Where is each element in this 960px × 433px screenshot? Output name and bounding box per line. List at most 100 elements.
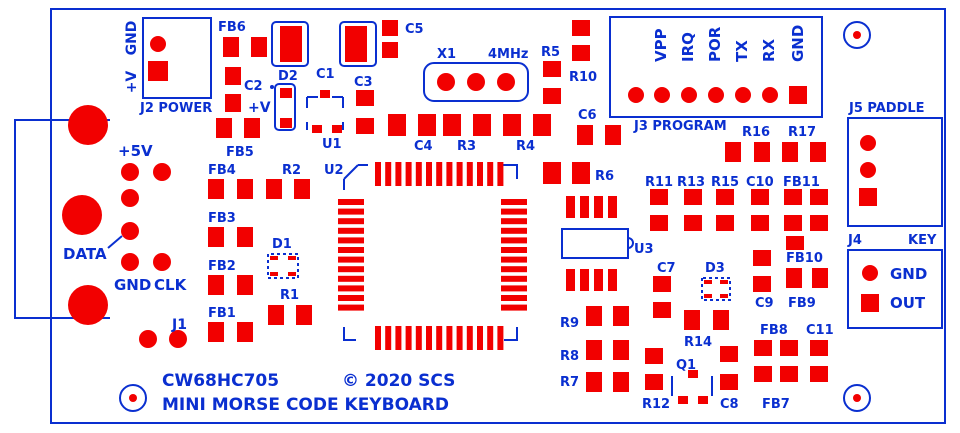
connector-j4-key: J4 KEY GND OUT <box>847 233 943 329</box>
svg-text:R16: R16 <box>742 125 770 140</box>
j4-pin-gnd-label: GND <box>890 265 927 283</box>
qfp-pad-top <box>436 162 443 186</box>
qfp-pad-bottom <box>446 326 453 350</box>
svg-text:R5: R5 <box>541 45 560 60</box>
svg-text:R3: R3 <box>457 139 476 154</box>
x1-ref: X1 <box>437 47 456 62</box>
qfp-pad-left <box>338 295 364 301</box>
crystal-x1: X1 4MHz <box>423 47 529 102</box>
svg-text:C6: C6 <box>578 108 597 123</box>
j2-label: J2 POWER <box>139 101 212 116</box>
svg-text:R15: R15 <box>711 175 739 190</box>
svg-text:R8: R8 <box>560 349 579 364</box>
r14: R14 <box>684 310 729 350</box>
j1-pin-5v-label: +5V <box>118 142 153 160</box>
qfp-pad-right <box>501 285 527 292</box>
connector-j2-power: GND +V J2 POWER <box>124 17 212 116</box>
svg-text:R13: R13 <box>677 175 705 190</box>
c8: C8 <box>720 346 739 412</box>
svg-text:FB3: FB3 <box>208 211 236 226</box>
svg-text:C7: C7 <box>657 261 676 276</box>
svg-text:C5: C5 <box>405 22 424 37</box>
qfp-pad-right <box>501 304 527 311</box>
svg-text:R2: R2 <box>282 163 301 178</box>
u3-soic: U3 <box>561 196 654 291</box>
fb4: FB4 <box>208 163 253 199</box>
mounting-hole-bottom-right <box>843 384 871 412</box>
qfp-pad-bottom <box>466 326 473 350</box>
r16: R16 <box>725 125 770 162</box>
j3-pin-vpp-label: VPP <box>652 28 670 62</box>
connector-j5-paddle: J5 PADDLE <box>847 101 943 227</box>
r3: R3 <box>443 114 491 154</box>
j3-pin-irq-label: IRQ <box>679 32 697 62</box>
fb7: FB7 <box>754 366 798 412</box>
qfp-pad-top <box>395 162 402 186</box>
qfp-pad-top <box>385 162 392 186</box>
mounting-hole-top-right <box>843 21 871 49</box>
qfp-pad-bottom <box>405 326 412 350</box>
c4: C4 <box>388 114 436 154</box>
c6: C6 <box>577 108 621 145</box>
r17: R17 <box>782 125 826 162</box>
qfp-pad-left <box>338 247 364 253</box>
svg-text:C11: C11 <box>806 323 834 338</box>
svg-text:R7: R7 <box>560 375 579 390</box>
connector-j3-program: VPP IRQ POR TX RX GND J3 PROGRAM <box>609 16 823 134</box>
svg-text:R11: R11 <box>645 175 673 190</box>
qfp-pad-top <box>405 162 412 186</box>
r11: R11 <box>645 175 673 231</box>
svg-text:FB11: FB11 <box>783 175 820 190</box>
r12: R12 <box>642 348 670 412</box>
j4-key-label: KEY <box>908 233 937 248</box>
qfp-pad-top <box>415 162 422 186</box>
u3-pad-bottom <box>580 269 589 291</box>
svg-text:R9: R9 <box>560 316 579 331</box>
qfp-pad-left <box>338 199 364 205</box>
c9: C9 <box>753 250 774 311</box>
r8: R8 <box>560 340 629 364</box>
svg-text:FB2: FB2 <box>208 259 236 274</box>
board-outline <box>50 8 946 424</box>
svg-text:FB6: FB6 <box>218 20 246 35</box>
svg-text:Q1: Q1 <box>676 358 696 373</box>
svg-text:FB1: FB1 <box>208 306 236 321</box>
svg-text:R4: R4 <box>516 139 535 154</box>
qfp-pad-top <box>497 162 504 186</box>
svg-text:C2: C2 <box>244 79 263 94</box>
qfp-pad-left <box>338 304 364 311</box>
j3-pin-rx-label: RX <box>760 38 778 62</box>
svg-text:FB9: FB9 <box>788 296 816 311</box>
fb8: FB8 <box>754 323 798 356</box>
svg-text:R14: R14 <box>684 335 712 350</box>
board-copyright: © 2020 SCS <box>342 371 455 391</box>
svg-text:D2: D2 <box>278 69 298 84</box>
fb5: FB5 <box>216 118 260 160</box>
qfp-pad-bottom <box>385 326 392 350</box>
u3-pad-bottom <box>594 269 603 291</box>
c5-tantalum: C5 <box>271 20 424 67</box>
qfp-pad-top <box>446 162 453 186</box>
u3-pad-bottom <box>608 269 617 291</box>
d2: D2 <box>270 69 298 131</box>
qfp-pad-bottom <box>426 326 432 350</box>
qfp-pad-bottom <box>487 326 494 350</box>
board-title: CW68HC705 <box>162 371 279 391</box>
fb11: FB11 <box>783 175 828 231</box>
j1-pin-clk-label: CLK <box>154 276 188 294</box>
j3-pin-gnd-label: GND <box>789 25 807 62</box>
qfp-pad-left <box>338 237 364 244</box>
qfp-pad-top <box>426 162 432 186</box>
qfp-pad-left <box>338 256 364 263</box>
qfp-pad-bottom <box>497 326 504 350</box>
qfp-pad-left <box>338 208 364 215</box>
j4-pin-out-label: OUT <box>890 294 926 312</box>
qfp-pad-left <box>338 275 364 282</box>
c3: C3 <box>354 75 374 134</box>
r9: R9 <box>560 306 629 331</box>
qfp-pad-right <box>501 256 527 263</box>
d3: D3 <box>701 261 731 301</box>
u3-pad-top <box>608 196 617 218</box>
qfp-pad-right <box>501 247 527 253</box>
